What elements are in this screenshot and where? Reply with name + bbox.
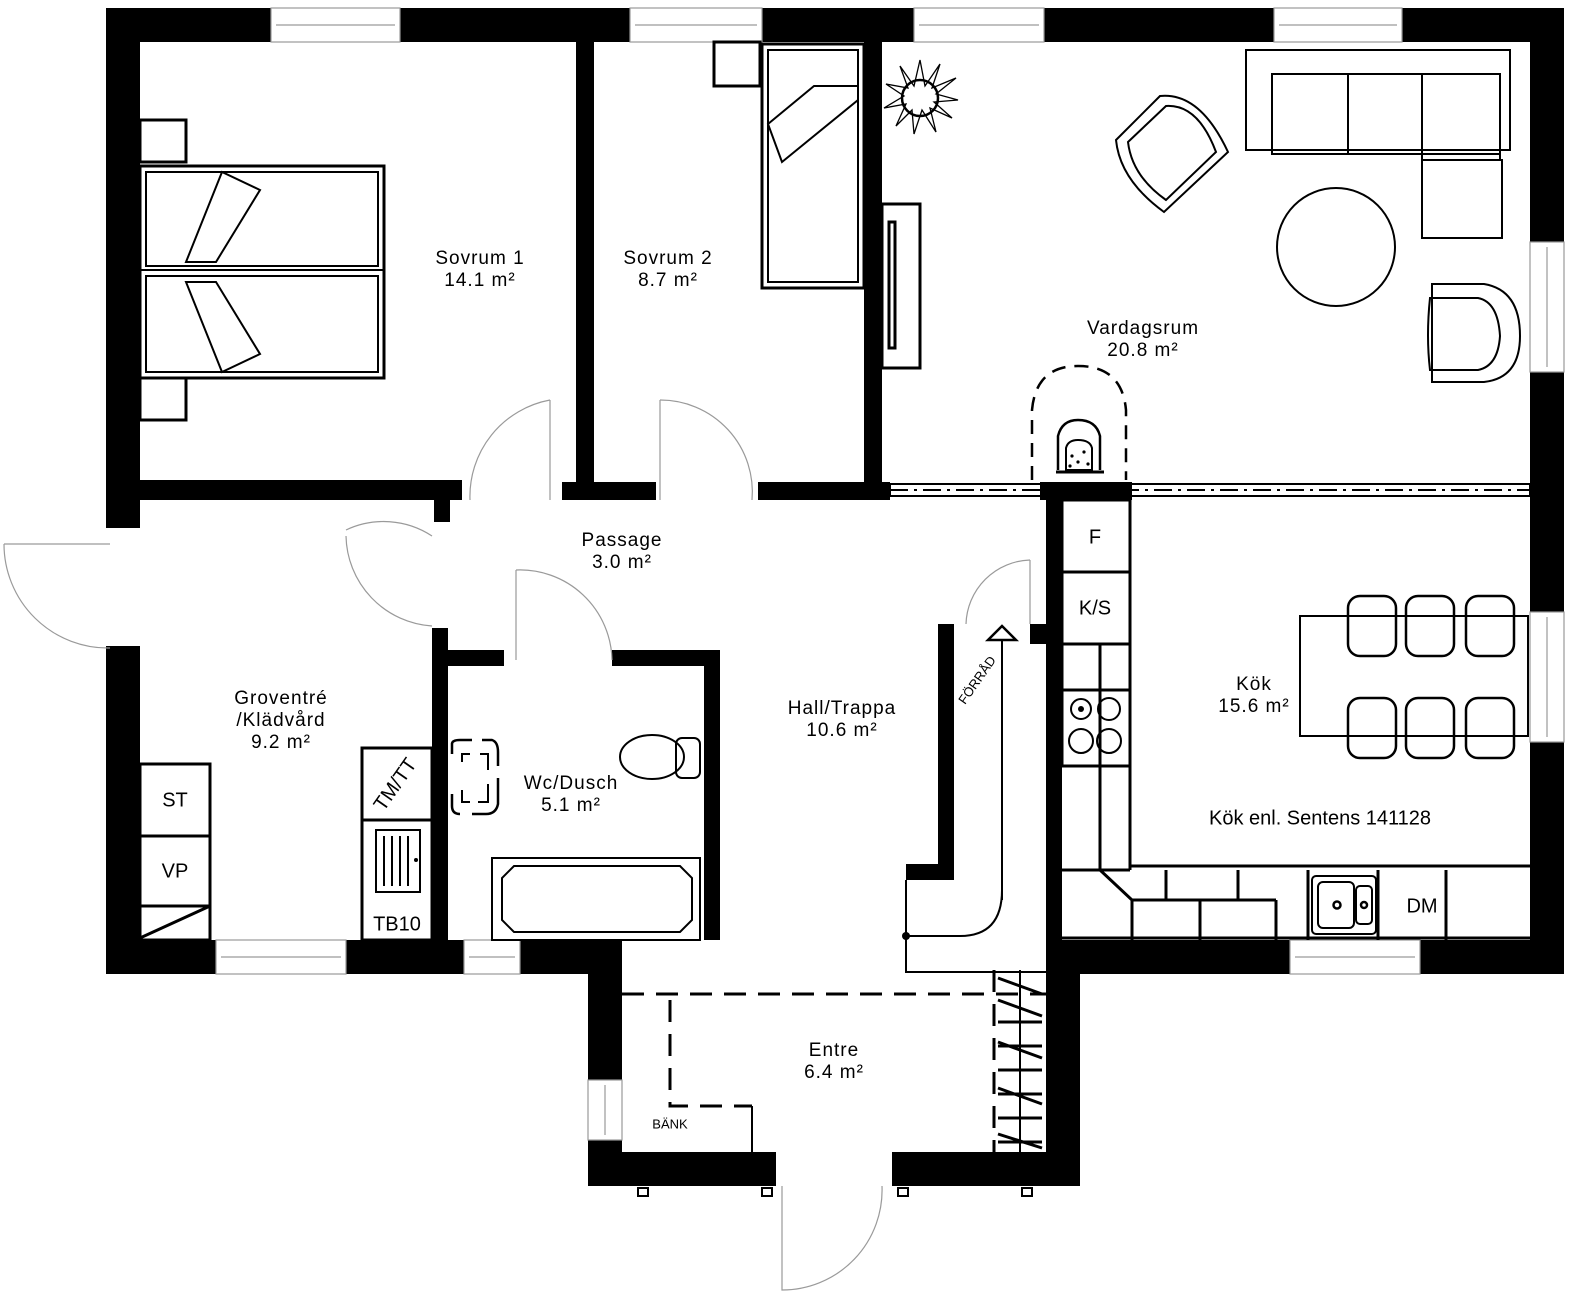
single-bed [760, 42, 866, 290]
wardrobe-tv-unit [880, 202, 922, 370]
dryer-cabinet-label: ST [162, 789, 188, 812]
staircase [902, 624, 1046, 973]
armchair-right [1427, 283, 1522, 383]
room-area: 14.1 m² [444, 270, 516, 291]
room-area: 10.6 m² [806, 720, 878, 741]
nightstand [712, 40, 762, 88]
room-name: Entre [808, 1040, 860, 1061]
room-area: 8.7 m² [638, 270, 698, 291]
heat-pump-label: VP [161, 860, 189, 883]
armchair-angled [1114, 94, 1230, 214]
entrance-details [622, 970, 1046, 1197]
nightstand-bottom [138, 376, 188, 422]
room-label-sovrum-1: Sovrum 1 14.1 m² [435, 248, 524, 292]
room-name: Wc/Dusch [523, 773, 619, 794]
room-label-kok: Kök 15.6 m² [1218, 674, 1289, 718]
fireplace-icon [1030, 364, 1128, 480]
room-label-hall-trappa: Hall/Trappa 10.6 m² [788, 698, 897, 742]
sink-icon [1311, 875, 1377, 935]
exterior-walls [106, 8, 1564, 1186]
bench-label: BÄNK [652, 1116, 688, 1132]
room-name-line1: Groventré [234, 688, 328, 709]
dishwasher-label: DM [1406, 895, 1438, 918]
room-label-passage: Passage 3.0 m² [582, 530, 663, 574]
room-name-line2: /Klädvård [236, 710, 326, 731]
room-label-entre: Entre 6.4 m² [804, 1040, 864, 1084]
room-name: Vardagsrum [1086, 318, 1200, 339]
fridge-freezer-label: K/S [1078, 597, 1112, 620]
windows [215, 7, 1565, 1141]
room-label-sovrum-2: Sovrum 2 8.7 m² [623, 248, 712, 292]
room-area: 5.1 m² [541, 795, 601, 816]
room-name: Sovrum 1 [435, 248, 525, 269]
kitchen-note: Kök enl. Sentens 141128 [1208, 807, 1432, 830]
room-area: 20.8 m² [1107, 340, 1179, 361]
room-area: 6.4 m² [804, 1062, 864, 1083]
room-name: Kök [1236, 674, 1272, 695]
nightstand-top [138, 118, 188, 164]
dining-table [1299, 594, 1529, 760]
round-coffee-table [1276, 187, 1396, 307]
room-label-groventre: Groventré /Klädvård 9.2 m² [234, 688, 327, 754]
room-name: Sovrum 2 [623, 248, 713, 269]
kitchen-units [1060, 498, 1530, 940]
bathroom-fixtures [450, 734, 701, 941]
room-area: 9.2 m² [251, 732, 311, 753]
door-swings [3, 399, 1031, 1291]
room-label-vardagsrum: Vardagsrum 20.8 m² [1087, 318, 1199, 362]
plant-icon [883, 59, 959, 135]
room-area: 15.6 m² [1218, 696, 1290, 717]
interior-walls [140, 42, 1531, 942]
room-label-wc-dusch: Wc/Dusch 5.1 m² [524, 773, 619, 817]
room-name: Hall/Trappa [787, 698, 897, 719]
fridge-label: F [1088, 526, 1102, 549]
double-bed [138, 164, 386, 380]
sink-unit-label: TB10 [373, 913, 421, 936]
room-name: Passage [581, 530, 663, 551]
room-area: 3.0 m² [592, 552, 652, 573]
corner-sofa [1245, 49, 1511, 239]
utility-cabinets [138, 746, 434, 942]
stove-icon [1068, 697, 1122, 754]
dining-chairs [1346, 594, 1516, 760]
